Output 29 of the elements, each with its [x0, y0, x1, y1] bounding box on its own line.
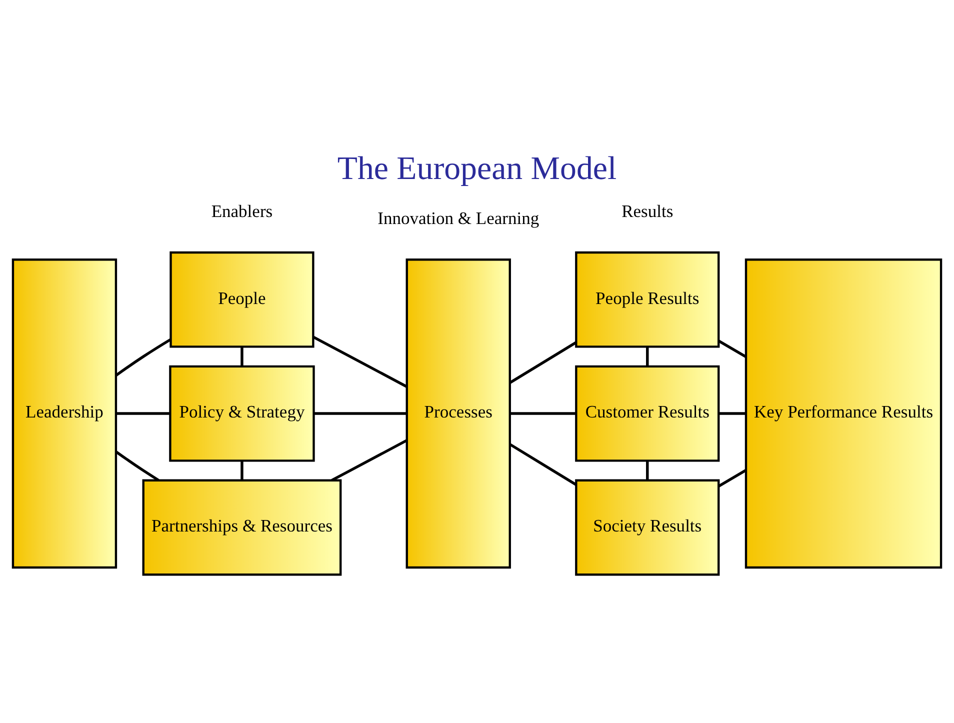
connector	[510, 412, 576, 415]
connector	[718, 412, 746, 415]
node-box: People Results	[575, 251, 720, 348]
connector	[509, 341, 577, 384]
node-box: Society Results	[575, 479, 720, 576]
connector	[314, 412, 407, 415]
connector	[646, 461, 649, 480]
node-box: Customer Results	[575, 365, 720, 462]
connector	[718, 469, 746, 488]
node-box: Leadership	[12, 258, 118, 569]
node-box: Partnerships & Resources	[142, 479, 342, 576]
connector	[115, 338, 172, 376]
connector	[312, 336, 408, 388]
connector	[116, 412, 170, 415]
connector	[240, 461, 244, 480]
connector	[646, 347, 649, 366]
label: Results	[622, 201, 674, 222]
connector	[718, 340, 746, 358]
node-box: Key Performance Results	[744, 258, 942, 569]
label: Enablers	[211, 201, 273, 222]
node-box: Policy & Strategy	[169, 365, 315, 462]
diagram-title: The European Model	[337, 151, 617, 188]
node-box: People	[170, 251, 314, 348]
label: Innovation & Learning	[378, 208, 540, 228]
connector	[509, 443, 577, 486]
connector	[331, 439, 408, 482]
connector	[240, 347, 244, 366]
connector	[115, 450, 160, 482]
node-box: Processes	[406, 258, 511, 569]
